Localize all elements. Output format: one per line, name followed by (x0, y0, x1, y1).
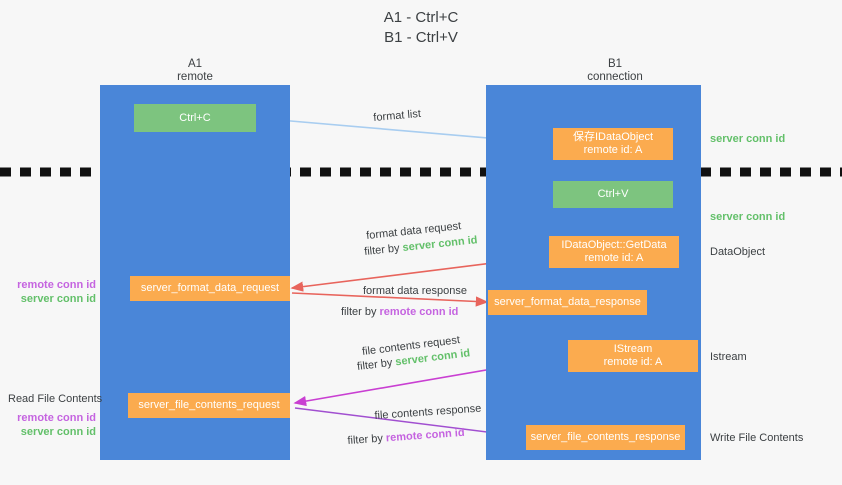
left-server-conn-id-bottom: server conn id (20, 426, 96, 438)
page-title: A1 - Ctrl+C B1 - Ctrl+V (383, 9, 459, 46)
column-header-b1: B1 connection (587, 58, 643, 83)
node-idataobject[interactable]: 保存IDataObject remote id: A (553, 128, 673, 160)
remote-conn-id-text: remote conn id (379, 306, 459, 318)
node-istream[interactable]: IStream remote id: A (568, 340, 698, 372)
side-label-write-file-contents: Write File Contents (710, 432, 804, 444)
arrow-format-data-response (291, 292, 489, 307)
side-label-server-conn-id-mid: server conn id (710, 211, 786, 223)
node-ctrl-c[interactable]: Ctrl+C (134, 104, 256, 132)
left-server-conn-id-top: server conn id (20, 293, 96, 305)
side-label-left-conn-ids-bottom: remote conn id server conn id (8, 411, 96, 439)
edge-label-format-data-response: format data response (363, 285, 467, 297)
filter-by-text-4: filter by (347, 432, 384, 448)
left-remote-conn-id-top: remote conn id (17, 279, 96, 291)
side-label-data-object: DataObject (710, 246, 766, 258)
node-server-format-data-response[interactable]: server_format_data_response (488, 290, 647, 315)
left-remote-conn-id-bottom: remote conn id (17, 412, 96, 424)
node-ctrl-v[interactable]: Ctrl+V (553, 181, 673, 208)
edge-label-format-data-response-filter: filter by remote conn id (341, 305, 458, 319)
node-idataobject-getdata[interactable]: IDataObject::GetData remote id: A (549, 236, 679, 268)
node-server-format-data-request[interactable]: server_format_data_request (130, 276, 290, 301)
filter-by-text: filter by (363, 242, 401, 259)
filter-by-text-2: filter by (341, 306, 377, 318)
column-header-a1: A1 remote (177, 58, 213, 83)
node-server-file-contents-request[interactable]: server_file_contents_request (128, 393, 290, 418)
node-server-file-contents-response[interactable]: server_file_contents_response (526, 425, 685, 450)
side-label-server-conn-id-top: server conn id (710, 133, 786, 145)
side-label-read-file-contents: Read File Contents (8, 393, 103, 405)
side-label-istream: Istream (710, 351, 747, 363)
side-label-left-conn-ids-top: remote conn id server conn id (8, 278, 96, 306)
